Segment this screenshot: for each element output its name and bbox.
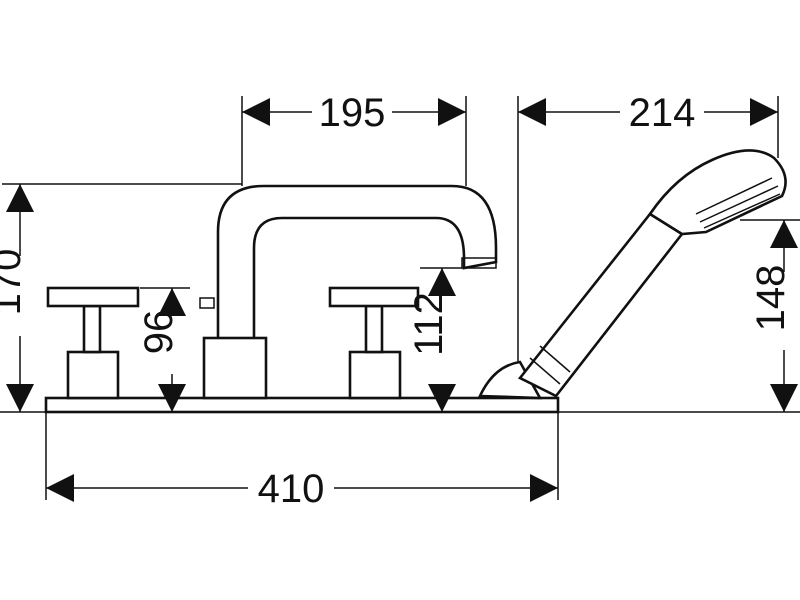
faucet-set [44, 149, 787, 414]
dimension-label-112: 112 [407, 292, 451, 356]
left-handle-body [66, 350, 120, 400]
shower-face-line-3 [703, 193, 781, 229]
dimension-spout-reach: 195 [242, 91, 466, 135]
arrowhead-right [750, 98, 778, 126]
shower-head [648, 149, 787, 236]
dimension-overall-width: 410 [46, 467, 558, 511]
dimension-label-96: 96 [137, 310, 181, 355]
arrowhead-left [518, 98, 546, 126]
base-plate [44, 396, 560, 414]
arrowhead-down [158, 384, 186, 412]
spout-base [202, 336, 268, 400]
dimension-label-410: 410 [258, 467, 325, 511]
shower-ring-line-2 [529, 357, 561, 385]
arrowhead-up [6, 184, 34, 212]
shower-face-line-1 [695, 177, 773, 215]
bath-spout [199, 184, 498, 400]
dimension-label-195: 195 [319, 91, 386, 135]
dimension-spout-height: 112 [407, 268, 456, 412]
dimension-label-170: 170 [0, 249, 29, 316]
arrowhead-left [242, 98, 270, 126]
left-handle-stem [82, 304, 102, 354]
dimension-handle-height: 96 [137, 288, 186, 412]
left-cross-handle [46, 286, 140, 400]
shower-face-line-2 [699, 185, 779, 223]
arrowhead-up [770, 220, 798, 248]
shower-ring-line-1 [539, 345, 571, 373]
left-handle-crossbar [46, 286, 140, 308]
arrowhead-down [6, 384, 34, 412]
hand-shower [477, 149, 787, 400]
arrowhead-right [530, 474, 558, 502]
dimension-overall-height: 170 [0, 184, 34, 412]
dimension-label-148: 148 [749, 265, 793, 332]
spout-pipe [216, 184, 498, 342]
spout-diverter [199, 297, 215, 309]
arrowhead-down [428, 384, 456, 412]
arrowhead-down [770, 384, 798, 412]
spout-outlet [461, 257, 497, 269]
right-handle-stem [364, 304, 384, 354]
right-handle-crossbar [328, 286, 420, 308]
dimension-shower-length: 214 [518, 91, 778, 135]
arrowhead-left [46, 474, 74, 502]
right-cross-handle [328, 286, 420, 400]
right-handle-body [348, 350, 402, 400]
arrowhead-up [158, 288, 186, 316]
dimension-label-214: 214 [629, 91, 696, 135]
dimension-lines: 195 214 170 96 [0, 91, 800, 511]
dimension-shower-height: 148 [749, 220, 798, 412]
shower-handle [517, 212, 684, 398]
arrowhead-up [428, 268, 456, 296]
arrowhead-right [438, 98, 466, 126]
